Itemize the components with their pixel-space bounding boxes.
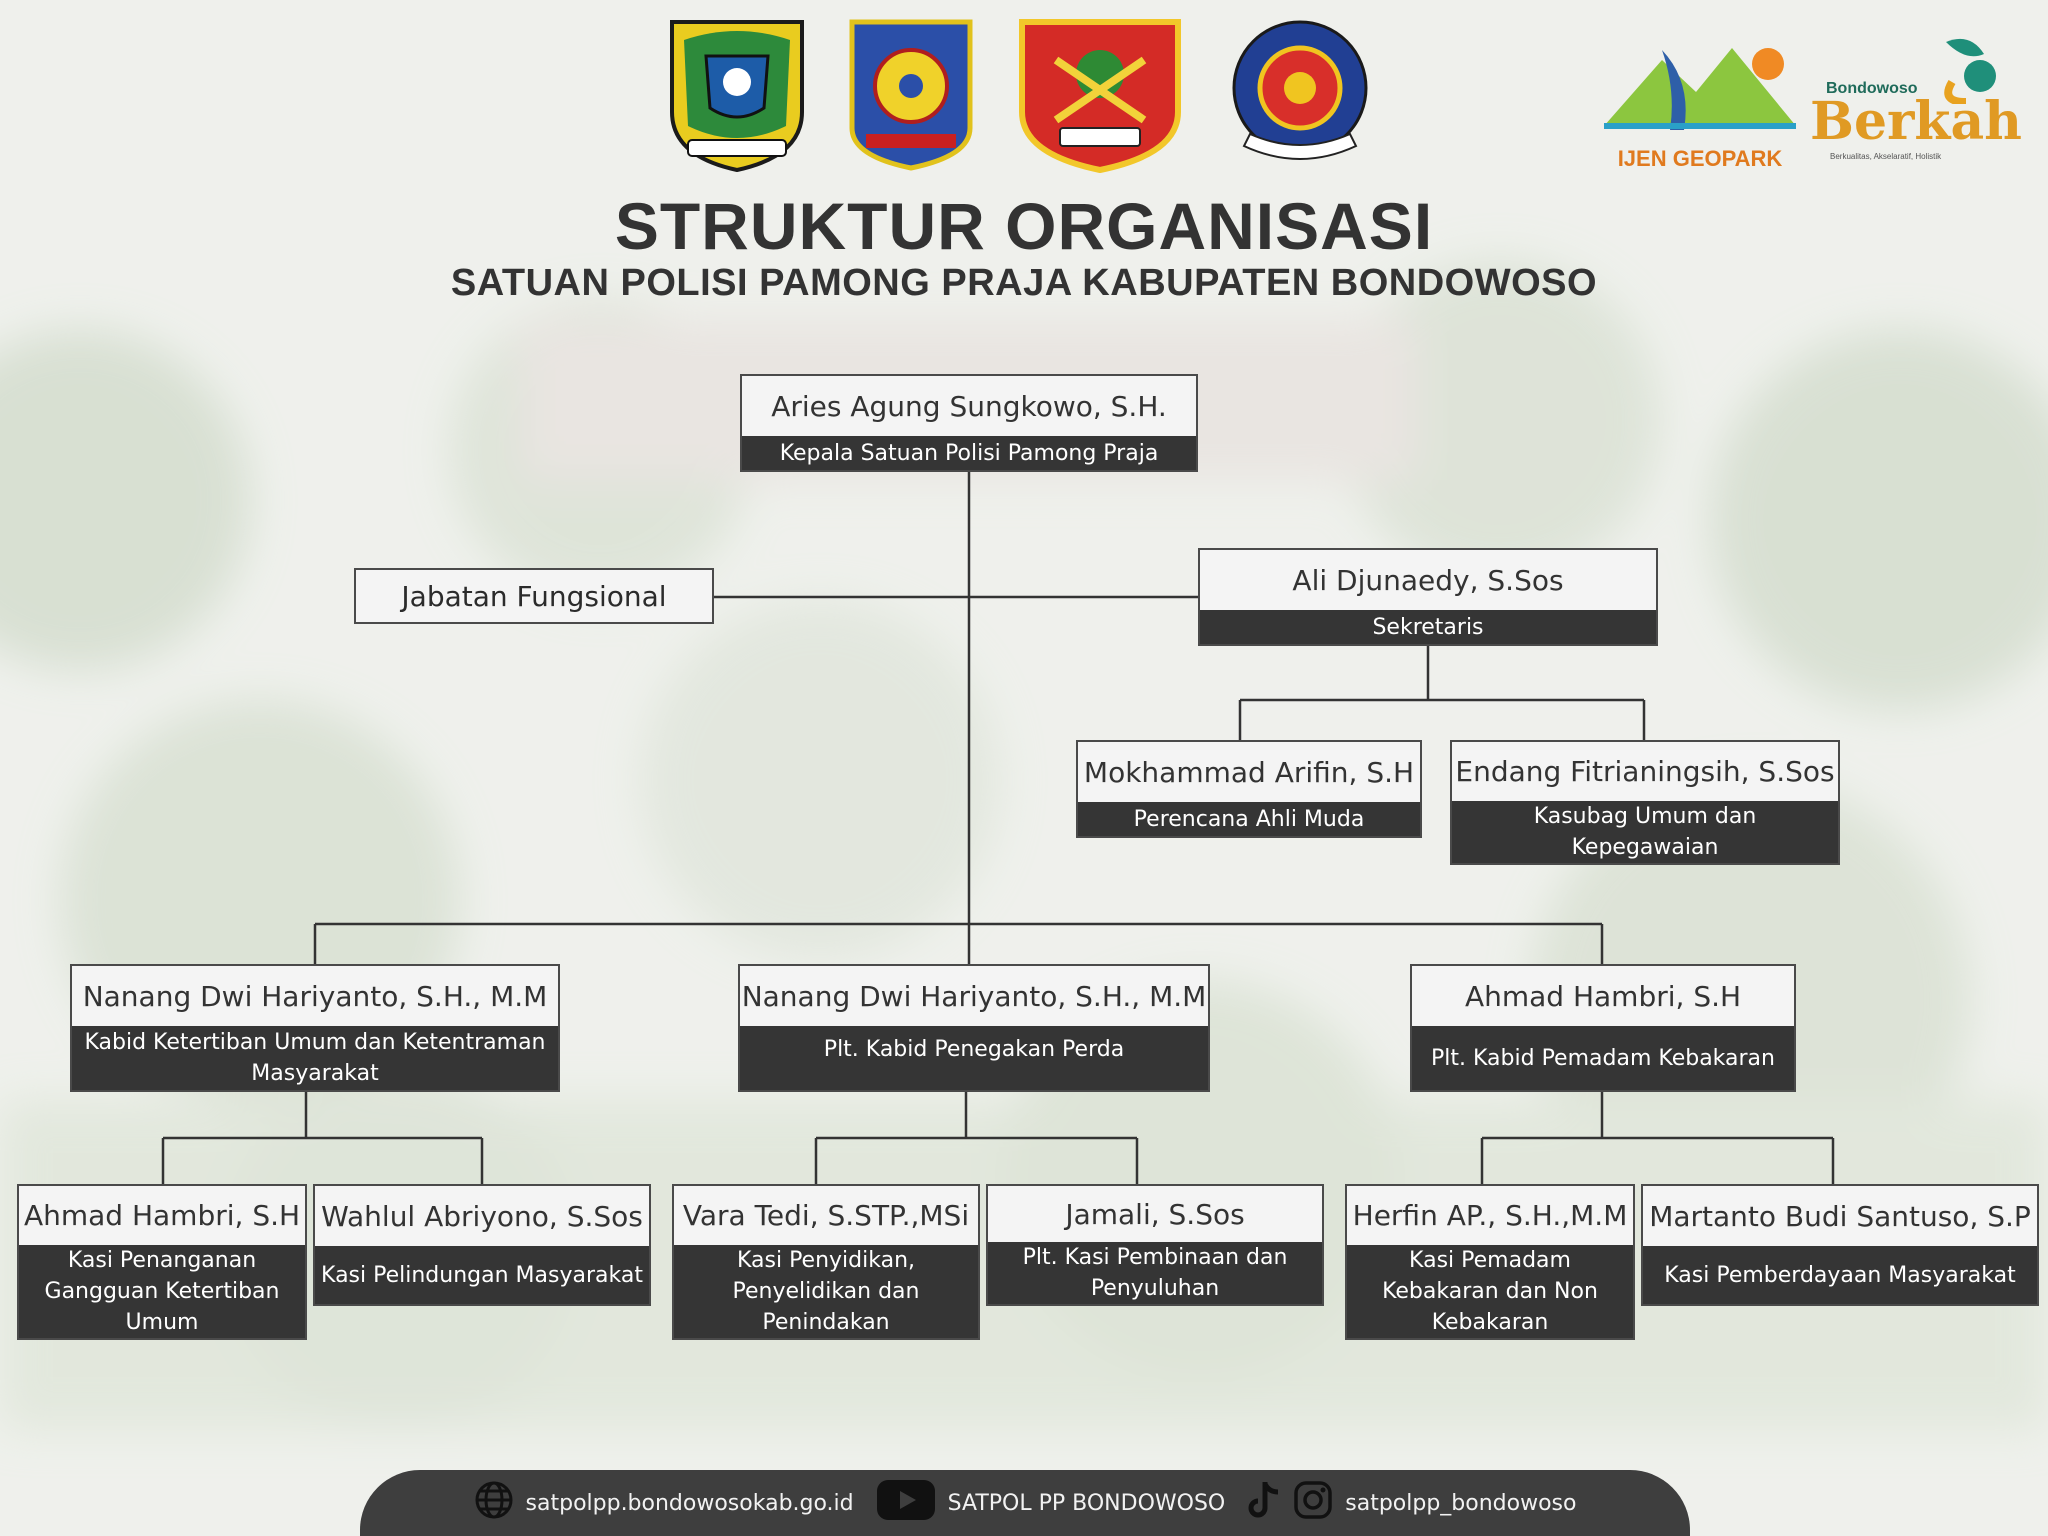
node-role: Kasi Penyidikan, Penyelidikan dan Penind… — [674, 1245, 978, 1338]
node-role: Kasi Pemberdayaan Masyarakat — [1643, 1246, 2037, 1304]
node-role: Kasi Pelindungan Masyarakat — [315, 1246, 649, 1304]
node-perencana: Mokhammad Arifin, S.H Perencana Ahli Mud… — [1076, 740, 1422, 838]
node-name: Ahmad Hambri, S.H — [23, 1199, 301, 1232]
social-text: satpolpp_bondowoso — [1345, 1490, 1577, 1516]
berkah-big-text: Berkah — [1810, 91, 2022, 152]
footer-youtube[interactable]: SATPOL PP BONDOWOSO — [876, 1479, 1226, 1527]
node-name: Herfin AP., S.H.,M.M — [1352, 1199, 1628, 1232]
node-name: Jabatan Fungsional — [401, 579, 667, 613]
node-kasubag: Endang Fitrianingsih, S.Sos Kasubag Umum… — [1450, 740, 1840, 865]
node-kasi-pemberdayaan: Martanto Budi Santuso, S.P Kasi Pemberda… — [1641, 1184, 2039, 1306]
node-role: Kasi Pemadam Kebakaran dan Non Kebakaran — [1347, 1245, 1633, 1338]
node-role: Plt. Kabid Pemadam Kebakaran — [1412, 1026, 1794, 1090]
node-name: Ali Djunaedy, S.Sos — [1292, 563, 1564, 597]
node-name: Wahlul Abriyono, S.Sos — [321, 1199, 643, 1233]
berkah-tagline: Berkualitas, Akselaratif, Holistik — [1830, 152, 1942, 161]
node-sekretaris: Ali Djunaedy, S.Sos Sekretaris — [1198, 548, 1658, 646]
connector-kabid1-children — [161, 1136, 484, 1184]
node-kepala: Aries Agung Sungkowo, S.H. Kepala Satuan… — [740, 374, 1198, 472]
node-kabid-ketertiban: Nanang Dwi Hariyanto, S.H., M.M Kabid Ke… — [70, 964, 560, 1092]
node-name: Jamali, S.Sos — [1065, 1197, 1245, 1231]
node-kabid-pemadam: Ahmad Hambri, S.H Plt. Kabid Pemadam Keb… — [1410, 964, 1796, 1092]
footer-bar: satpolpp.bondowosokab.go.id SATPOL PP BO… — [360, 1470, 1690, 1536]
node-kasi-penanganan: Ahmad Hambri, S.H Kasi Penanganan Ganggu… — [17, 1184, 307, 1340]
globe-icon — [474, 1480, 514, 1526]
ijen-geopark-text: IJEN GEOPARK — [1617, 146, 1783, 171]
node-name: Ahmad Hambri, S.H — [1464, 979, 1742, 1013]
node-role: Perencana Ahli Muda — [1078, 802, 1420, 836]
node-jabatan-fungsional: Jabatan Fungsional — [354, 568, 714, 624]
youtube-icon — [876, 1479, 936, 1527]
youtube-text: SATPOL PP BONDOWOSO — [947, 1490, 1226, 1516]
bondowoso-berkah-logo: Bondowoso Berkah Berkualitas, Akselarati… — [1810, 28, 2022, 168]
ijen-geopark-logo: IJEN GEOPARK — [1600, 30, 1800, 171]
node-kasi-pelindungan: Wahlul Abriyono, S.Sos Kasi Pelindungan … — [313, 1184, 651, 1306]
node-kasi-pemadam: Herfin AP., S.H.,M.M Kasi Pemadam Kebaka… — [1345, 1184, 1635, 1340]
node-kabid-penegakan-perda: Nanang Dwi Hariyanto, S.H., M.M Plt. Kab… — [738, 964, 1210, 1092]
node-role: Kasubag Umum dan Kepegawaian — [1452, 801, 1838, 863]
damkar-emblem-icon — [1226, 16, 1374, 176]
node-role: Plt. Kabid Penegakan Perda — [740, 1026, 1208, 1090]
connector-kabid-bar — [313, 922, 1604, 964]
node-name: Nanang Dwi Hariyanto, S.H., M.M — [741, 979, 1207, 1013]
node-name: Aries Agung Sungkowo, S.H. — [771, 389, 1167, 423]
linmas-emblem-icon — [1016, 16, 1184, 178]
node-name: Mokhammad Arifin, S.H — [1083, 755, 1415, 789]
page-title: STRUKTUR ORGANISASI — [614, 189, 1434, 263]
node-kasi-pembinaan: Jamali, S.Sos Plt. Kasi Pembinaan dan Pe… — [986, 1184, 1324, 1306]
node-name: Martanto Budi Santuso, S.P — [1649, 1199, 2031, 1233]
satpol-pp-emblem-icon — [846, 16, 976, 176]
node-name: Endang Fitrianingsih, S.Sos — [1455, 755, 1835, 788]
node-name: Nanang Dwi Hariyanto, S.H., M.M — [82, 979, 548, 1013]
node-name: Vara Tedi, S.STP.,MSi — [682, 1199, 970, 1232]
footer-website[interactable]: satpolpp.bondowosokab.go.id — [474, 1480, 854, 1526]
node-role: Kasi Penanganan Gangguan Ketertiban Umum — [19, 1245, 305, 1338]
bondowoso-regency-emblem-icon — [666, 16, 808, 178]
node-role: Kepala Satuan Polisi Pamong Praja — [742, 436, 1196, 470]
node-role: Sekretaris — [1200, 610, 1656, 644]
node-role: Plt. Kasi Pembinaan dan Penyuluhan — [988, 1242, 1322, 1304]
footer-social[interactable]: satpolpp_bondowoso — [1247, 1480, 1576, 1526]
tiktok-icon — [1247, 1480, 1281, 1526]
node-role: Kabid Ketertiban Umum dan Ketentraman Ma… — [72, 1026, 558, 1090]
page-subtitle: SATUAN POLISI PAMONG PRAJA KABUPATEN BON… — [450, 262, 1598, 304]
connector-kabid2-children — [814, 1136, 1139, 1184]
instagram-icon — [1293, 1480, 1333, 1526]
node-kasi-penyidikan: Vara Tedi, S.STP.,MSi Kasi Penyidikan, P… — [672, 1184, 980, 1340]
connector-kabid3-children — [1480, 1136, 1835, 1184]
connector-sekretaris-children — [1238, 698, 1646, 742]
berkah-small-text: Bondowoso — [1826, 80, 1918, 97]
website-text: satpolpp.bondowosokab.go.id — [525, 1490, 854, 1516]
